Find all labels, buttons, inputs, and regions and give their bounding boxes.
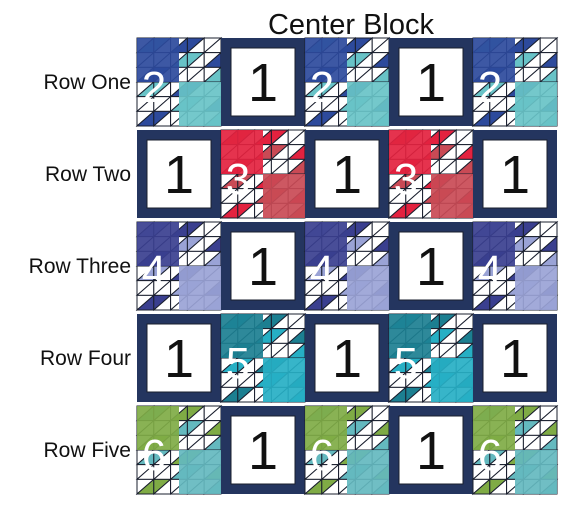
pieced-block: 6 <box>473 406 557 494</box>
color-patch <box>347 82 389 126</box>
piece-number: 4 <box>310 247 334 296</box>
center-block: 1 <box>137 314 221 402</box>
row-label: Row Five <box>43 439 131 462</box>
center-block: 1 <box>473 314 557 402</box>
center-block-number: 1 <box>416 53 446 113</box>
pieced-block: 2 <box>305 38 389 126</box>
pieced-block: 4 <box>305 222 389 310</box>
pieced-block: 6 <box>305 406 389 494</box>
piece-number: 2 <box>310 63 334 112</box>
piece-number: 4 <box>478 247 502 296</box>
pieced-block: 5 <box>221 314 305 402</box>
color-patch <box>179 266 221 310</box>
row-label: Row Four <box>40 347 131 370</box>
center-block-number: 1 <box>248 53 278 113</box>
center-block-number: 1 <box>164 329 194 389</box>
center-block: 1 <box>389 406 473 494</box>
color-patch <box>431 358 473 402</box>
diagram-title: Center Block <box>268 9 435 41</box>
piece-number: 4 <box>142 247 166 296</box>
piece-number: 6 <box>142 431 166 480</box>
row-label: Row Three <box>29 255 131 278</box>
center-block: 1 <box>305 130 389 218</box>
color-patch <box>263 358 305 402</box>
piece-number: 3 <box>394 155 418 204</box>
pieced-block: 4 <box>137 222 221 310</box>
pieced-block: 5 <box>389 314 473 402</box>
color-patch <box>179 450 221 494</box>
color-patch <box>263 174 305 218</box>
pieced-block: 6 <box>137 406 221 494</box>
center-block: 1 <box>473 130 557 218</box>
piece-number: 2 <box>142 63 166 112</box>
pieced-block: 2 <box>473 38 557 126</box>
color-patch <box>347 450 389 494</box>
row-label: Row Two <box>45 163 131 186</box>
piece-number: 6 <box>310 431 334 480</box>
center-block: 1 <box>221 38 305 126</box>
center-block-number: 1 <box>500 145 530 205</box>
center-block: 1 <box>389 38 473 126</box>
piece-number: 3 <box>226 155 250 204</box>
color-patch <box>347 266 389 310</box>
center-block: 1 <box>221 222 305 310</box>
center-block-number: 1 <box>416 237 446 297</box>
piece-number: 5 <box>226 339 250 388</box>
piece-number: 6 <box>478 431 502 480</box>
center-block-number: 1 <box>248 237 278 297</box>
center-block-number: 1 <box>332 329 362 389</box>
center-block-number: 1 <box>164 145 194 205</box>
piece-number: 2 <box>478 63 502 112</box>
center-block-number: 1 <box>332 145 362 205</box>
color-patch <box>515 82 557 126</box>
pieced-block: 2 <box>137 38 221 126</box>
color-patch <box>515 450 557 494</box>
center-block-number: 1 <box>500 329 530 389</box>
piece-number: 5 <box>394 339 418 388</box>
color-patch <box>431 174 473 218</box>
pieced-block: 3 <box>389 130 473 218</box>
row-label: Row One <box>43 71 131 94</box>
center-block-number: 1 <box>248 421 278 481</box>
color-patch <box>179 82 221 126</box>
center-block-number: 1 <box>416 421 446 481</box>
center-block: 1 <box>221 406 305 494</box>
center-block: 1 <box>389 222 473 310</box>
center-block: 1 <box>137 130 221 218</box>
color-patch <box>515 266 557 310</box>
pieced-block: 4 <box>473 222 557 310</box>
pieced-block: 3 <box>221 130 305 218</box>
center-block: 1 <box>305 314 389 402</box>
